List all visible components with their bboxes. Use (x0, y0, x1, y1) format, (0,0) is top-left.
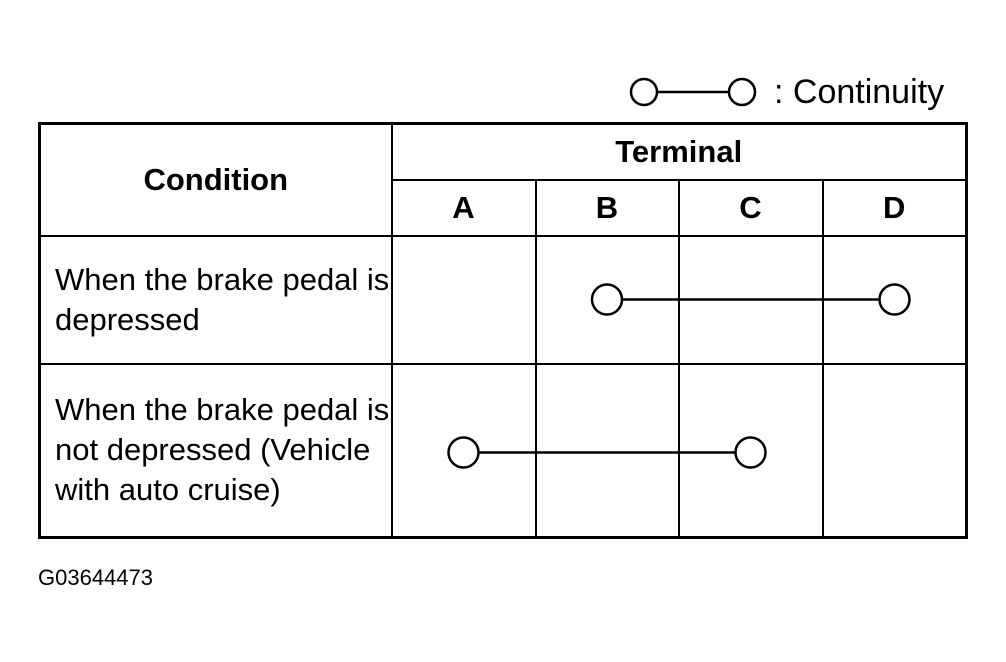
legend-label: : Continuity (774, 73, 945, 111)
terminal-header: Terminal (390, 122, 968, 181)
header-row-top: Condition Terminal (38, 122, 968, 237)
terminal-cell (534, 234, 680, 365)
terminal-cell (821, 234, 968, 365)
terminal-cell (390, 362, 537, 539)
condition-header: Condition (38, 122, 393, 237)
legend: : Continuity (626, 70, 944, 114)
terminal-cell (390, 234, 537, 365)
table-row: When the brake pedal is not depressed (V… (38, 362, 968, 539)
continuity-symbol-icon (629, 77, 757, 107)
terminal-label-a: A (390, 178, 537, 237)
table-row: When the brake pedal is depressed (38, 234, 968, 365)
terminal-cell (677, 362, 824, 539)
terminal-label-b: B (534, 178, 680, 237)
terminal-label-c: C (677, 178, 824, 237)
terminal-cell (677, 234, 824, 365)
terminal-cell (821, 362, 968, 539)
terminal-cell (534, 362, 680, 539)
condition-cell: When the brake pedal is not depressed (V… (38, 362, 393, 539)
terminal-label-d: D (821, 178, 968, 237)
continuity-table: Condition Terminal A B C D When the brak… (38, 122, 968, 539)
figure-code: G03644473 (38, 565, 153, 590)
terminal-labels-row: A B C D (40, 178, 968, 237)
condition-cell: When the brake pedal is depressed (38, 234, 393, 365)
